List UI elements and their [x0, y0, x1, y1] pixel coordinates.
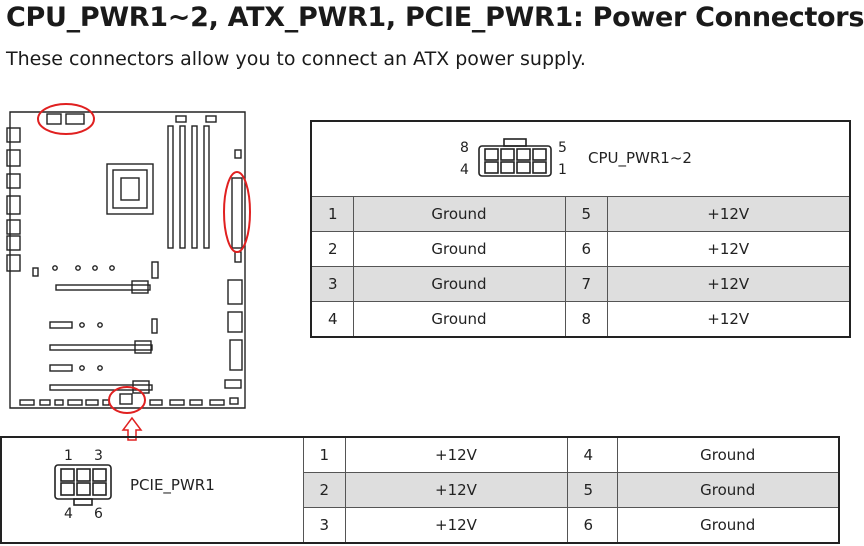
pin-signal: Ground	[616, 507, 840, 544]
pin-label-4: 4	[460, 162, 469, 178]
pcie-pwr-label: PCIE_PWR1	[130, 476, 215, 494]
table-row: 3 Ground 7 +12V	[310, 266, 851, 302]
pin-signal: Ground	[352, 301, 566, 338]
cpu-pwr-connector-shape	[46, 113, 62, 125]
pin-number: 3	[302, 507, 346, 544]
pin-signal: +12V	[606, 196, 851, 232]
pin-signal: +12V	[606, 231, 851, 267]
pin-signal: +12V	[344, 472, 568, 508]
pin-label-4: 4	[64, 506, 73, 522]
table-row: 1 Ground 5 +12V	[310, 196, 851, 232]
pcie-pwr-connector-shape	[119, 393, 133, 405]
pin-signal: +12V	[344, 507, 568, 544]
table-row: 1 3 4 6 PCIE_PWR1 1 +12V 4 Ground	[0, 436, 840, 544]
pin-signal: Ground	[352, 266, 566, 302]
cpu-pwr-pinout-table: 8 4 5 1 CPU_PWR1~2 1 Ground 5 +12V 2 Gro…	[310, 120, 851, 338]
cpu-socket-shape	[106, 163, 154, 215]
page-subtitle: These connectors allow you to connect an…	[6, 48, 586, 70]
pin-number: 4	[566, 436, 618, 473]
pin-label-5: 5	[558, 140, 567, 156]
pin-signal: Ground	[352, 196, 566, 232]
eight-pin-connector-icon	[478, 138, 552, 177]
pin-number: 2	[310, 231, 354, 267]
pin-number: 3	[310, 266, 354, 302]
cpu-pwr-header: 8 4 5 1 CPU_PWR1~2	[310, 120, 851, 197]
table-row: 3 +12V 6 Ground	[1, 507, 840, 544]
pin-label-3: 3	[94, 448, 103, 464]
pin-number: 2	[302, 472, 346, 508]
pin-number: 6	[564, 231, 608, 267]
pin-signal: Ground	[616, 436, 840, 473]
table-row: 2 Ground 6 +12V	[310, 231, 851, 267]
pin-number: 1	[302, 436, 346, 473]
page-title: CPU_PWR1~2, ATX_PWR1, PCIE_PWR1: Power C…	[6, 2, 864, 33]
pcie-pwr-highlight	[108, 386, 146, 414]
cpu-pwr-highlight	[37, 103, 95, 135]
pin-label-6: 6	[94, 506, 103, 522]
pin-number: 1	[310, 196, 354, 232]
pin-signal: +12V	[344, 436, 568, 473]
pin-signal: Ground	[616, 472, 840, 508]
pin-number: 4	[310, 301, 354, 338]
pin-number: 5	[564, 196, 608, 232]
motherboard-diagram	[6, 103, 251, 441]
cpu-pwr-label: CPU_PWR1~2	[588, 149, 692, 167]
pin-label-8: 8	[460, 140, 469, 156]
pin-number: 7	[564, 266, 608, 302]
pin-number: 8	[564, 301, 608, 338]
pin-number: 5	[566, 472, 618, 508]
six-pin-connector-icon	[54, 464, 112, 506]
pin-signal: +12V	[606, 301, 851, 338]
table-row: 2 +12V 5 Ground	[1, 472, 840, 508]
pcie-pwr-pinout-table: 1 3 4 6 PCIE_PWR1 1 +12V 4 Ground 2 +12V…	[0, 436, 840, 544]
pcie-pwr-header: 1 3 4 6 PCIE_PWR1	[0, 436, 304, 544]
pin-number: 6	[566, 507, 618, 544]
atx-pwr-highlight	[223, 171, 251, 253]
pin-label-1: 1	[64, 448, 73, 464]
board-outline	[9, 111, 246, 409]
pin-label-1: 1	[558, 162, 567, 178]
pin-signal: Ground	[352, 231, 566, 267]
pin-signal: +12V	[606, 266, 851, 302]
table-row: 4 Ground 8 +12V	[310, 301, 851, 338]
atx-pwr-connector-shape	[231, 177, 243, 249]
